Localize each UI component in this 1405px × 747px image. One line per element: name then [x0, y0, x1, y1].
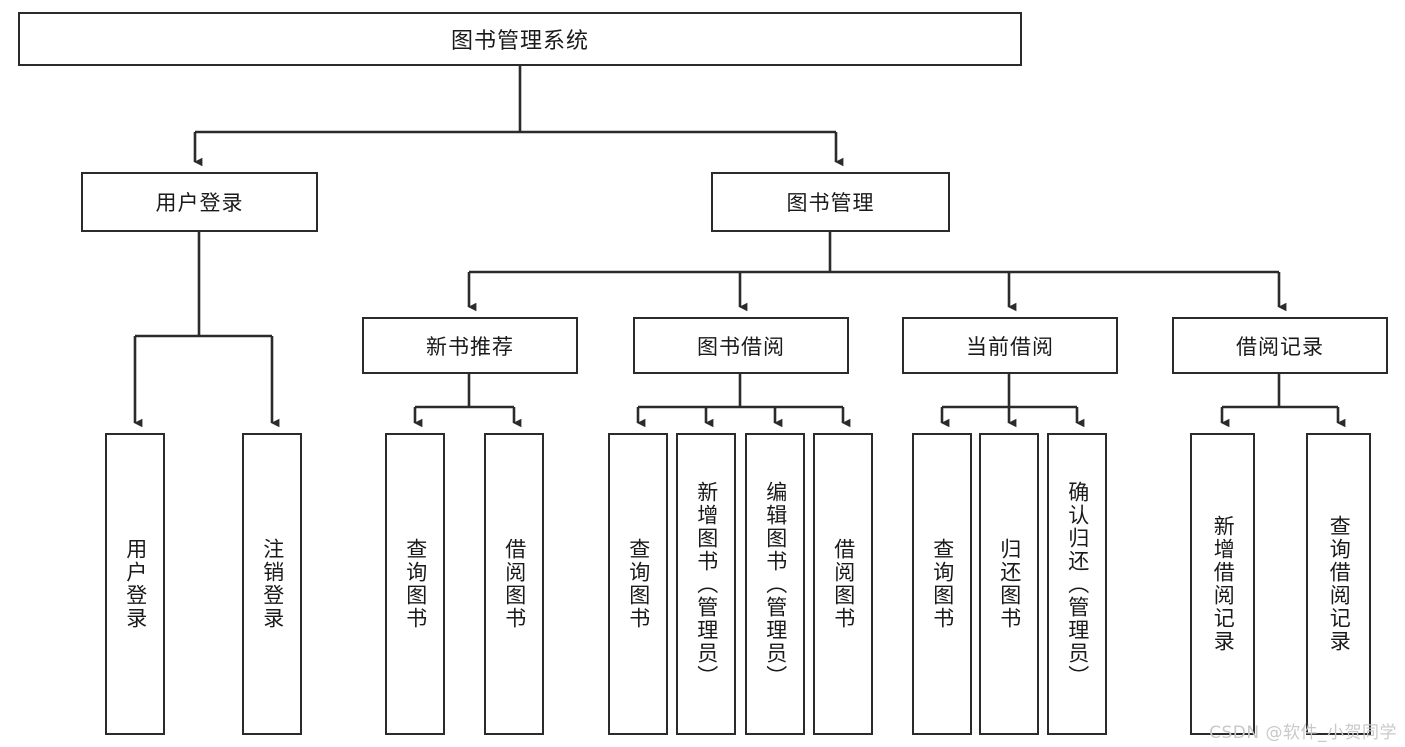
node-leaf-query-book-3-label: 查询图书: [930, 538, 955, 630]
node-user-login[interactable]: 用户登录: [81, 172, 318, 232]
node-leaf-add-borrow-record-label: 新增借阅记录: [1211, 515, 1236, 653]
node-leaf-logout-login[interactable]: 注销登录: [242, 433, 302, 735]
node-new-book-recommend[interactable]: 新书推荐: [362, 317, 578, 374]
node-book-manage[interactable]: 图书管理: [711, 172, 950, 232]
node-leaf-edit-book-label: 编辑图书（管理员）: [763, 480, 788, 688]
watermark: CSDN @软件_小贺同学: [1209, 723, 1397, 743]
node-leaf-user-login-label: 用户登录: [123, 538, 148, 630]
node-leaf-query-book-1-label: 查询图书: [403, 538, 428, 630]
node-user-login-label: 用户登录: [155, 191, 244, 215]
node-leaf-borrow-book-1[interactable]: 借阅图书: [484, 433, 544, 735]
node-leaf-borrow-book-2-label: 借阅图书: [831, 538, 856, 630]
node-leaf-query-borrow-record[interactable]: 查询借阅记录: [1306, 433, 1371, 735]
node-leaf-borrow-book-1-label: 借阅图书: [502, 538, 527, 630]
node-leaf-add-borrow-record[interactable]: 新增借阅记录: [1190, 433, 1255, 735]
node-leaf-confirm-return-label: 确认归还（管理员）: [1065, 480, 1090, 688]
node-leaf-add-book[interactable]: 新增图书（管理员）: [676, 433, 736, 735]
node-leaf-query-book-1[interactable]: 查询图书: [385, 433, 445, 735]
node-borrow-record[interactable]: 借阅记录: [1172, 317, 1388, 374]
node-leaf-borrow-book-2[interactable]: 借阅图书: [813, 433, 873, 735]
node-book-manage-label: 图书管理: [786, 191, 875, 215]
node-current-borrow-label: 当前借阅: [966, 334, 1054, 359]
node-leaf-query-book-3[interactable]: 查询图书: [912, 433, 972, 735]
node-leaf-query-borrow-record-label: 查询借阅记录: [1327, 515, 1352, 653]
node-leaf-user-login[interactable]: 用户登录: [105, 433, 165, 735]
node-leaf-edit-book[interactable]: 编辑图书（管理员）: [745, 433, 805, 735]
node-leaf-logout-login-label: 注销登录: [260, 538, 285, 630]
node-new-book-recommend-label: 新书推荐: [426, 334, 514, 359]
node-borrow-record-label: 借阅记录: [1236, 334, 1324, 359]
node-leaf-confirm-return[interactable]: 确认归还（管理员）: [1047, 433, 1107, 735]
node-book-borrow-label: 图书借阅: [697, 334, 785, 359]
node-leaf-add-book-label: 新增图书（管理员）: [694, 480, 719, 688]
node-current-borrow[interactable]: 当前借阅: [902, 317, 1118, 374]
node-leaf-query-book-2-label: 查询图书: [626, 538, 651, 630]
node-root-label: 图书管理系统: [450, 29, 589, 54]
node-leaf-return-book-label: 归还图书: [997, 538, 1022, 630]
node-leaf-return-book[interactable]: 归还图书: [979, 433, 1039, 735]
node-root[interactable]: 图书管理系统: [18, 12, 1022, 66]
node-book-borrow[interactable]: 图书借阅: [633, 317, 849, 374]
node-leaf-query-book-2[interactable]: 查询图书: [608, 433, 668, 735]
